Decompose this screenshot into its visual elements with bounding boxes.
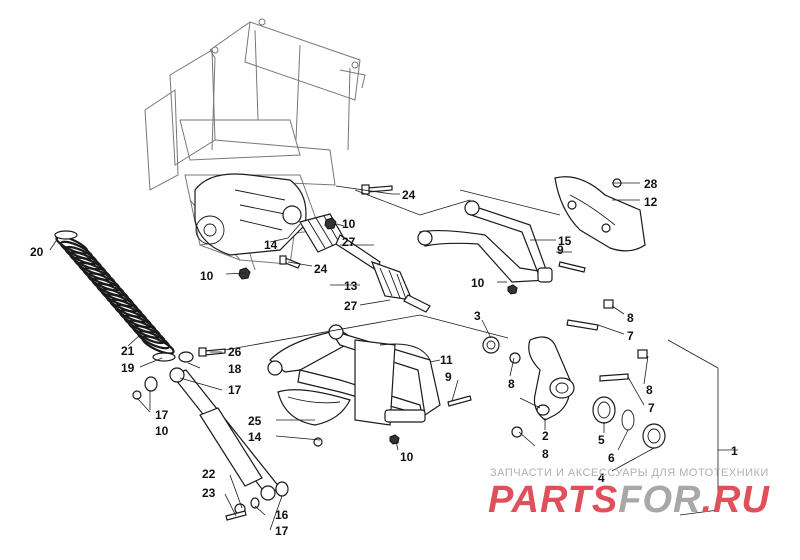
label-21: 21 xyxy=(121,344,135,358)
label-7a: 7 xyxy=(627,329,634,343)
bolt-8-a xyxy=(603,299,614,309)
label-8a: 8 xyxy=(627,311,634,325)
bolt-7-b xyxy=(599,373,629,382)
nut-10-d xyxy=(389,434,400,445)
watermark-logo-parts: PARTS xyxy=(488,479,618,521)
label-17c: 17 xyxy=(275,524,289,538)
watermark-logo: PARTSFOR.RU xyxy=(488,479,771,521)
label-25: 25 xyxy=(248,414,262,428)
label-11: 11 xyxy=(440,353,453,367)
label-7b: 7 xyxy=(648,401,655,415)
skid-guard xyxy=(554,176,646,252)
label-8b: 8 xyxy=(646,383,653,397)
label-16: 16 xyxy=(275,508,289,522)
bolt-24-upper xyxy=(361,184,393,195)
label-27a: 27 xyxy=(342,235,356,249)
cap-4 xyxy=(642,423,666,449)
label-18: 18 xyxy=(228,362,242,376)
label-10d: 10 xyxy=(400,450,414,464)
label-20: 20 xyxy=(30,245,44,259)
spring-seat-20 xyxy=(54,230,78,240)
spring-seat-19 xyxy=(152,352,176,362)
bolt-24-lower xyxy=(279,255,301,269)
label-15: 15 xyxy=(558,234,572,248)
coil-spring xyxy=(55,235,175,355)
label-24b: 24 xyxy=(314,262,328,276)
label-17a: 17 xyxy=(228,383,242,397)
bolt-10-shock xyxy=(132,390,142,400)
bolt-8-d xyxy=(511,426,523,438)
label-27b: 27 xyxy=(344,299,358,313)
label-24a: 24 xyxy=(402,188,416,202)
label-6: 6 xyxy=(608,451,615,465)
bolt-8-b xyxy=(637,349,648,359)
label-8d: 8 xyxy=(542,447,549,461)
bearing-5 xyxy=(592,396,616,424)
bolt-9-lower xyxy=(447,395,472,407)
upper-a-arm xyxy=(417,200,553,283)
lower-a-arm xyxy=(267,324,441,426)
label-10a: 10 xyxy=(342,217,356,231)
bolt-9-upper xyxy=(558,261,586,273)
label-14b: 14 xyxy=(248,430,262,444)
bolt-8-c xyxy=(509,352,521,364)
callout-labels: 1 2 3 4 5 6 7 7 8 8 8 8 9 9 10 10 10 10 … xyxy=(30,177,738,538)
label-19: 19 xyxy=(121,361,135,375)
label-9b: 9 xyxy=(445,370,452,384)
label-17b: 17 xyxy=(155,408,169,422)
nut-10-a xyxy=(324,217,337,230)
rear-gearcase xyxy=(194,173,307,256)
label-8c: 8 xyxy=(508,377,515,391)
spring-coil xyxy=(141,335,175,355)
label-12: 12 xyxy=(644,195,658,209)
watermark: ЗАПЧАСТИ И АКСЕССУАРЫ ДЛЯ МОТОТЕХНИКИ PA… xyxy=(488,467,771,521)
label-10e: 10 xyxy=(155,424,169,438)
label-5: 5 xyxy=(598,433,605,447)
washer-3 xyxy=(482,336,500,354)
bushing-17-top xyxy=(144,376,158,392)
nut-10-c xyxy=(507,284,518,295)
label-10b: 10 xyxy=(200,269,214,283)
label-2: 2 xyxy=(542,429,549,443)
ring-6 xyxy=(621,409,635,431)
guard-25 xyxy=(277,389,351,426)
label-10c: 10 xyxy=(471,276,485,290)
bolt-16 xyxy=(250,497,260,509)
leader-lines xyxy=(49,182,738,531)
nut-10-b xyxy=(238,267,251,280)
label-9a: 9 xyxy=(557,243,564,257)
label-28: 28 xyxy=(644,177,658,191)
watermark-logo-ru: .RU xyxy=(702,479,771,521)
label-26: 26 xyxy=(228,345,242,359)
label-14a: 14 xyxy=(264,238,278,252)
knuckle xyxy=(528,336,575,421)
watermark-logo-for: FOR xyxy=(618,479,701,521)
bushing-17-bottom xyxy=(275,481,289,497)
watermark-tagline: ЗАПЧАСТИ И АКСЕССУАРЫ ДЛЯ МОТОТЕХНИКИ xyxy=(490,467,769,479)
label-1: 1 xyxy=(731,444,738,458)
label-22: 22 xyxy=(202,467,216,481)
bolt-7-a xyxy=(566,319,599,331)
label-4: 4 xyxy=(598,471,605,485)
shock-absorber xyxy=(169,351,281,501)
label-13: 13 xyxy=(344,279,358,293)
label-23: 23 xyxy=(202,486,216,500)
label-3: 3 xyxy=(474,309,481,323)
